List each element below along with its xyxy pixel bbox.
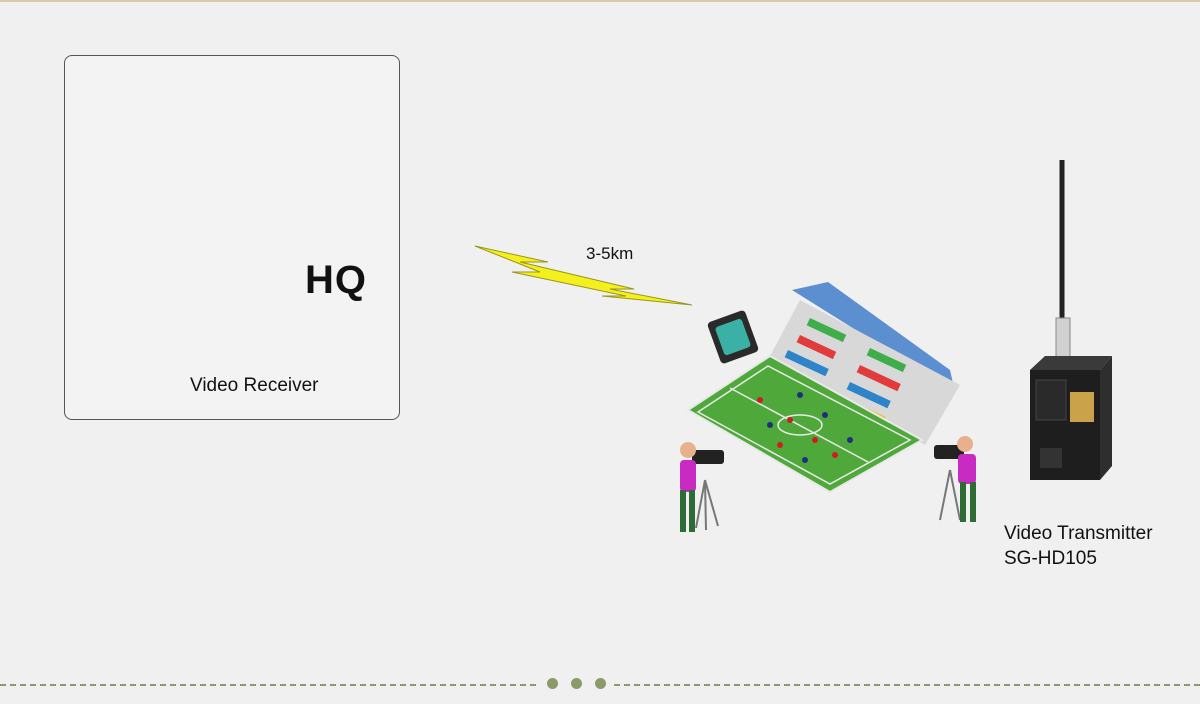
hq-label: HQ xyxy=(305,258,367,302)
transmitter-name: Video Transmitter xyxy=(1004,523,1153,544)
top-rule xyxy=(0,0,1200,2)
distance-label: 3-5km xyxy=(586,244,634,263)
transmitter-icon xyxy=(1030,160,1112,480)
footer-divider-right xyxy=(614,684,1200,686)
footer-divider-left xyxy=(0,684,536,686)
cameraman-icon xyxy=(680,442,724,532)
video-transmitter-label: Video Transmitter SG-HD105 xyxy=(1004,521,1153,571)
transmitter-model: SG-HD105 xyxy=(1004,548,1097,569)
footer-dot xyxy=(547,678,558,689)
footer-dot xyxy=(595,678,606,689)
video-receiver-label: Video Receiver xyxy=(190,375,319,396)
lightning-link-icon xyxy=(474,245,693,306)
stadium-icon xyxy=(686,282,960,494)
cameraman-icon xyxy=(934,436,976,522)
hq-panel xyxy=(64,55,400,420)
footer-dot xyxy=(571,678,582,689)
